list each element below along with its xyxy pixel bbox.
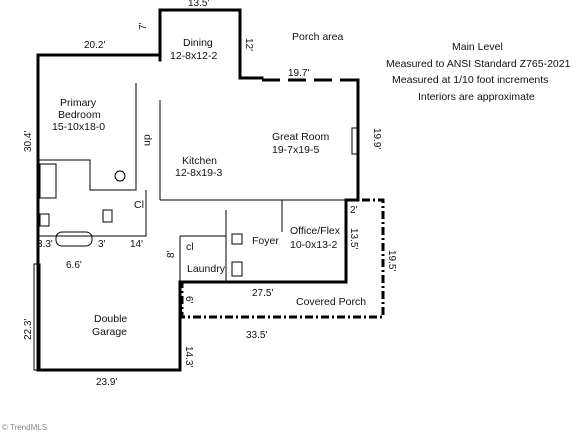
sink-icon-2 [39, 213, 50, 227]
dim-top: 13.5' [188, 0, 209, 9]
room-dining-name: Dining [183, 37, 213, 49]
room-primary-name2: Bedroom [58, 109, 101, 121]
dim-3-3: 3.3' [37, 239, 53, 250]
garage-wall [36, 260, 182, 372]
room-kitchen-size: 12-8x19-3 [175, 167, 222, 179]
closet-label: Cl [134, 199, 144, 211]
dim-22-3: 22.3' [23, 319, 34, 340]
dim-33-5: 33.5' [246, 330, 267, 341]
dim-7: 7' [138, 22, 149, 30]
dim-2: 2' [350, 205, 358, 216]
dim-3: 3' [98, 239, 106, 250]
stairs-up-label: up [141, 134, 153, 146]
note-interiors: Interiors are approximate [418, 91, 535, 103]
sink-icon [102, 209, 113, 223]
garage-door [33, 263, 41, 371]
dim-19-9: 19.9' [371, 128, 382, 149]
dim-20-2: 20.2' [84, 40, 105, 51]
half-bath-toilet-icon [231, 261, 243, 277]
closet-label-2: cl [186, 241, 194, 253]
room-great-size: 19-7x19-5 [272, 144, 319, 156]
dim-8: 8' [166, 250, 177, 258]
shower [39, 163, 57, 199]
covered-porch-label: Covered Porch [296, 296, 366, 308]
toilet-icon [114, 170, 126, 182]
fireplace-icon [351, 127, 359, 155]
room-great-name: Great Room [272, 131, 329, 143]
dim-30-4: 30.4' [23, 131, 34, 152]
dim-14-3: 14.3' [183, 346, 194, 367]
dining-wall [158, 8, 242, 80]
room-foyer: Foyer [252, 235, 279, 247]
garage-step [179, 281, 183, 318]
dim-6: 6' [183, 296, 194, 304]
room-primary-size: 15-10x18-0 [52, 121, 105, 133]
note-increments: Measured at 1/10 foot increments [392, 74, 548, 86]
dim-27-5: 27.5' [252, 288, 273, 299]
room-office-name: Office/Flex [290, 225, 341, 237]
bedroom-interior-wall [38, 83, 137, 191]
room-garage-name2: Garage [92, 326, 127, 338]
note-standard: Measured to ANSI Standard Z765-2021 [386, 58, 571, 70]
room-primary-name: Primary [60, 97, 97, 109]
great-room-right-wall [340, 78, 360, 202]
bath-wall [38, 190, 147, 237]
dim-19-7: 19.7' [288, 68, 309, 79]
room-laundry: Laundry [187, 263, 226, 275]
dim-12: 12' [243, 38, 254, 51]
porch-area-label: Porch area [292, 31, 344, 43]
note-level: Main Level [452, 41, 503, 53]
room-office-size: 10-0x13-2 [290, 239, 337, 251]
dim-19-5: 19.5' [386, 250, 397, 271]
room-garage-name: Double [94, 313, 127, 325]
dim-6-6: 6.6' [66, 260, 82, 271]
room-dining-size: 12-8x12-2 [170, 50, 217, 62]
tub-icon [55, 231, 93, 247]
laundry-sink-icon [231, 233, 243, 245]
dim-23-9: 23.9' [96, 377, 117, 388]
dim-14: 14' [130, 239, 143, 250]
dim-13-5: 13.5' [348, 228, 359, 249]
watermark: © TrendMLS [2, 423, 47, 432]
primary-wall [36, 53, 162, 264]
room-kitchen-name: Kitchen [182, 155, 217, 167]
